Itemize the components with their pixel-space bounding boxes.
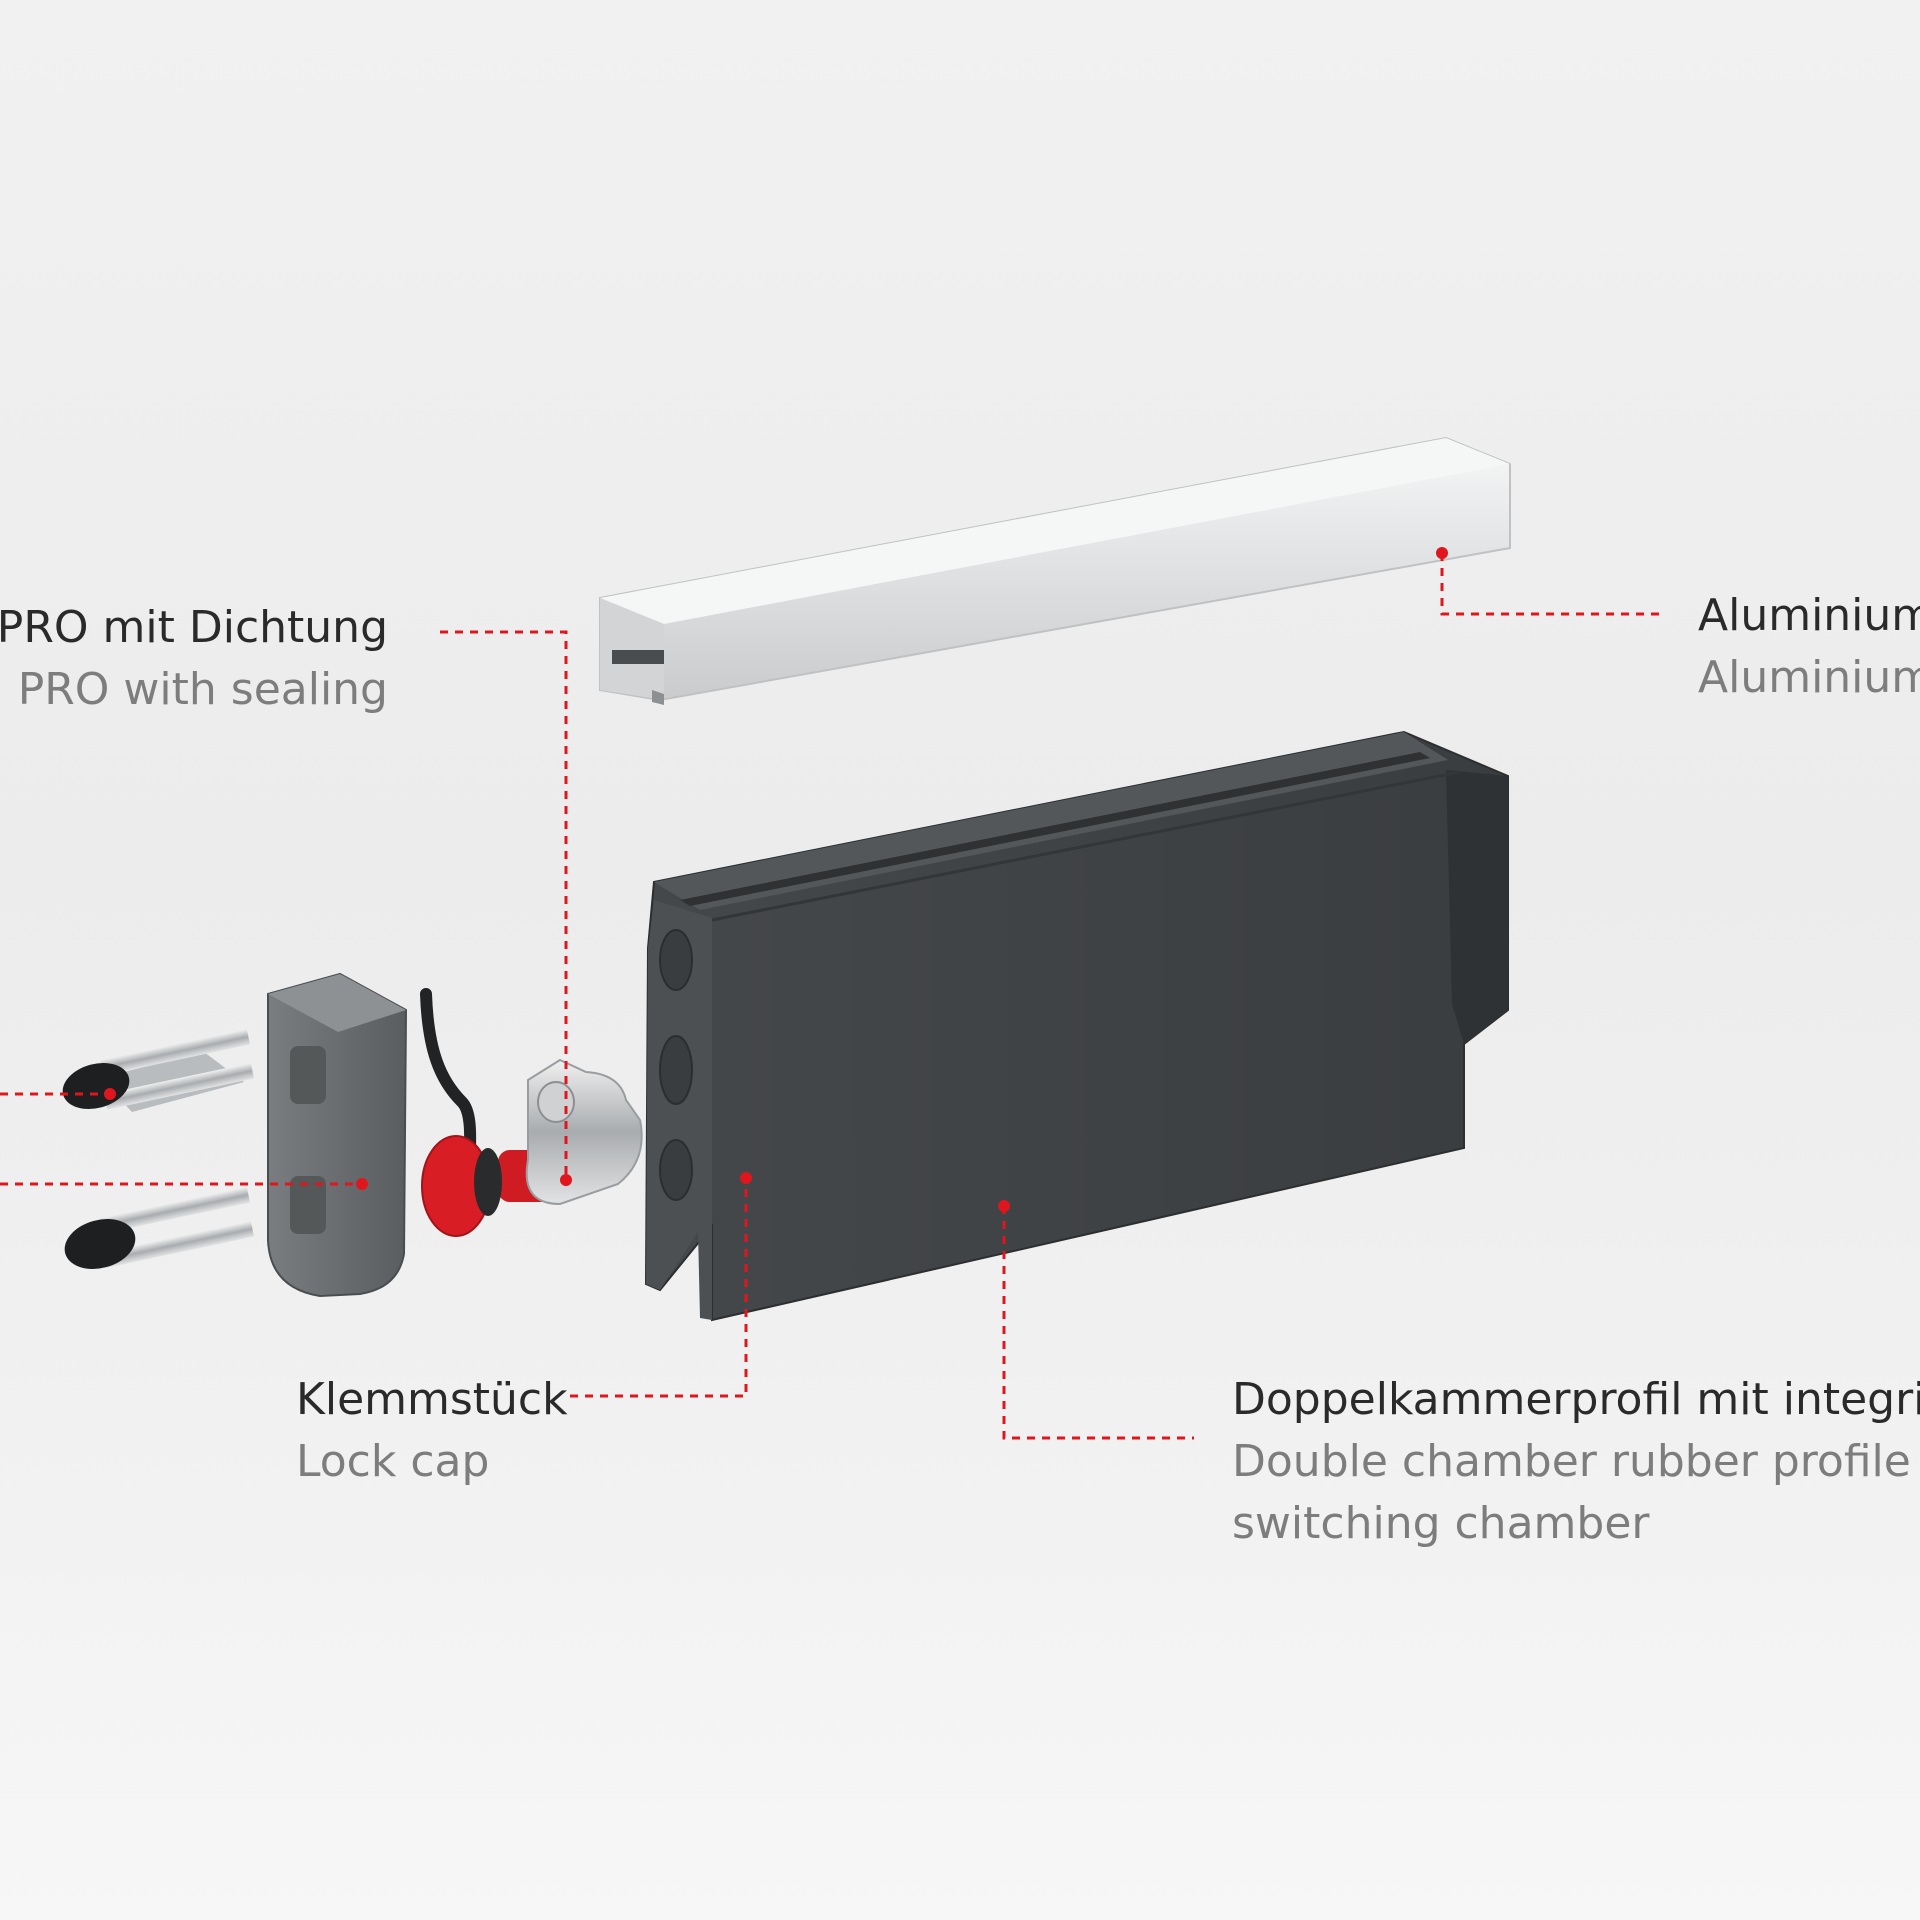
aluminium-rail (599, 436, 1511, 705)
label-sensor-en: PRO with sealing (17, 664, 388, 715)
leader-sensor (440, 630, 568, 1180)
end-cap (267, 972, 408, 1298)
label-profile-en: Double chamber rubber profile wit (1232, 1436, 1920, 1487)
lock-cap-top (62, 1028, 255, 1112)
label-lock-en: Lock cap (296, 1436, 490, 1487)
leader-lock (570, 1178, 748, 1398)
label-sensor-de: 4 PRO mit Dichtung (0, 602, 388, 653)
label-sensor: 4 PRO mit Dichtung PRO with sealing (0, 606, 388, 712)
label-rail-en: Aluminium (1698, 652, 1920, 703)
rubber-profile (644, 730, 1509, 1322)
clamp-piece (525, 1058, 643, 1206)
label-rail-de: Aluminium (1698, 590, 1920, 641)
lock-cap-bottom (64, 1186, 255, 1269)
label-lock: Klemmstück Lock cap (296, 1378, 568, 1484)
leader-dots (104, 547, 1448, 1212)
leader-lines (0, 553, 1666, 1440)
label-lock-de: Klemmstück (296, 1374, 568, 1425)
label-profile-de: Doppelkammerprofil mit integrier (1232, 1374, 1920, 1425)
label-profile-en2: switching chamber (1232, 1498, 1650, 1549)
label-profile: Doppelkammerprofil mit integrier Double … (1232, 1378, 1920, 1546)
leader-profile (1002, 1206, 1194, 1440)
label-rail: Aluminium Aluminium (1698, 594, 1920, 700)
leader-rail (1440, 553, 1666, 616)
